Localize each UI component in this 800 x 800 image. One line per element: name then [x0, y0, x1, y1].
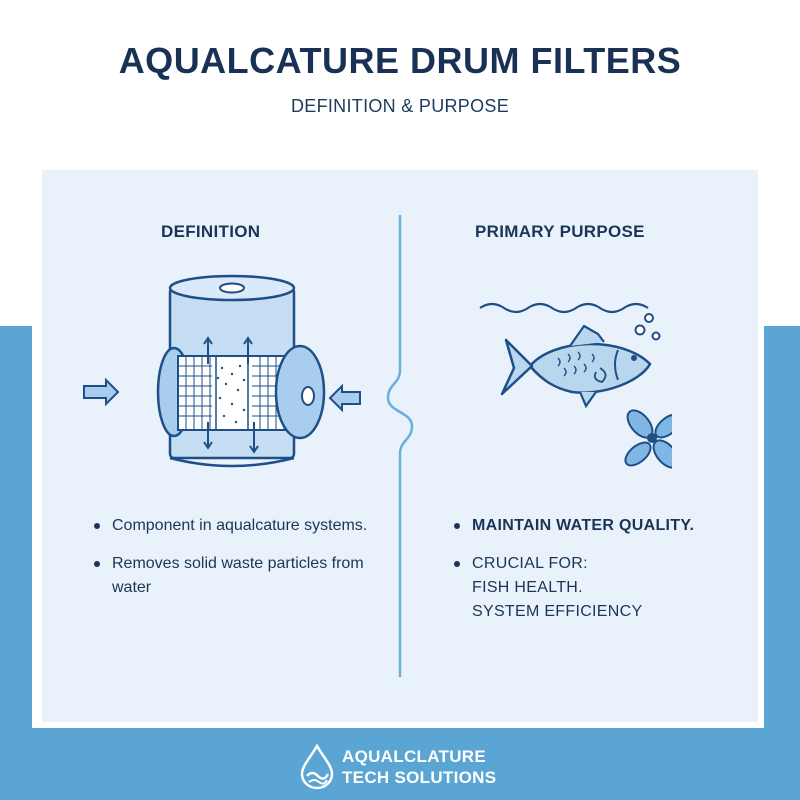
purpose-bullet-2-line-1: CRUCIAL FOR: [472, 555, 588, 572]
company-logo: AQUALCLATURE TECH SOLUTIONS [298, 742, 518, 794]
definition-bullet-1: Component in aqualcature systems. [90, 514, 390, 538]
definition-bullet-2: Removes solid waste particles from water [90, 552, 390, 600]
water-drop-icon [300, 744, 334, 790]
definition-list: Component in aqualcature systems. Remove… [90, 514, 390, 614]
fish-water-icon [479, 302, 672, 469]
page-header: AQUALCATURE DRUM FILTERS DEFINITION & PU… [0, 0, 800, 160]
definition-heading: DEFINITION [161, 222, 261, 241]
purpose-heading: PRIMARY PURPOSE [475, 222, 645, 241]
content-panel: DEFINITION [42, 170, 758, 722]
content-card: DEFINITION [32, 168, 764, 728]
purpose-bullet-2: CRUCIAL FOR: FISH HEALTH. SYSTEM EFFICIE… [450, 552, 750, 624]
column-divider [386, 214, 414, 678]
company-name-line-2: TECH SOLUTIONS [342, 768, 497, 787]
company-name-line-1: AQUALCLATURE [342, 747, 486, 766]
purpose-bullet-1: MAINTAIN WATER QUALITY. [450, 514, 750, 538]
page-title: AQUALCATURE DRUM FILTERS [118, 40, 682, 81]
purpose-bullet-2-line-2: FISH HEALTH. [472, 579, 583, 596]
purpose-bullet-2-line-3: SYSTEM EFFICIENCY [472, 603, 643, 620]
page-subtitle: DEFINITION & PURPOSE [290, 96, 510, 116]
company-name: AQUALCLATURE TECH SOLUTIONS [342, 746, 496, 788]
footer: AQUALCLATURE TECH SOLUTIONS [0, 736, 800, 800]
purpose-list: MAINTAIN WATER QUALITY. CRUCIAL FOR: FIS… [450, 514, 750, 638]
drum-filter-icon [83, 274, 361, 468]
